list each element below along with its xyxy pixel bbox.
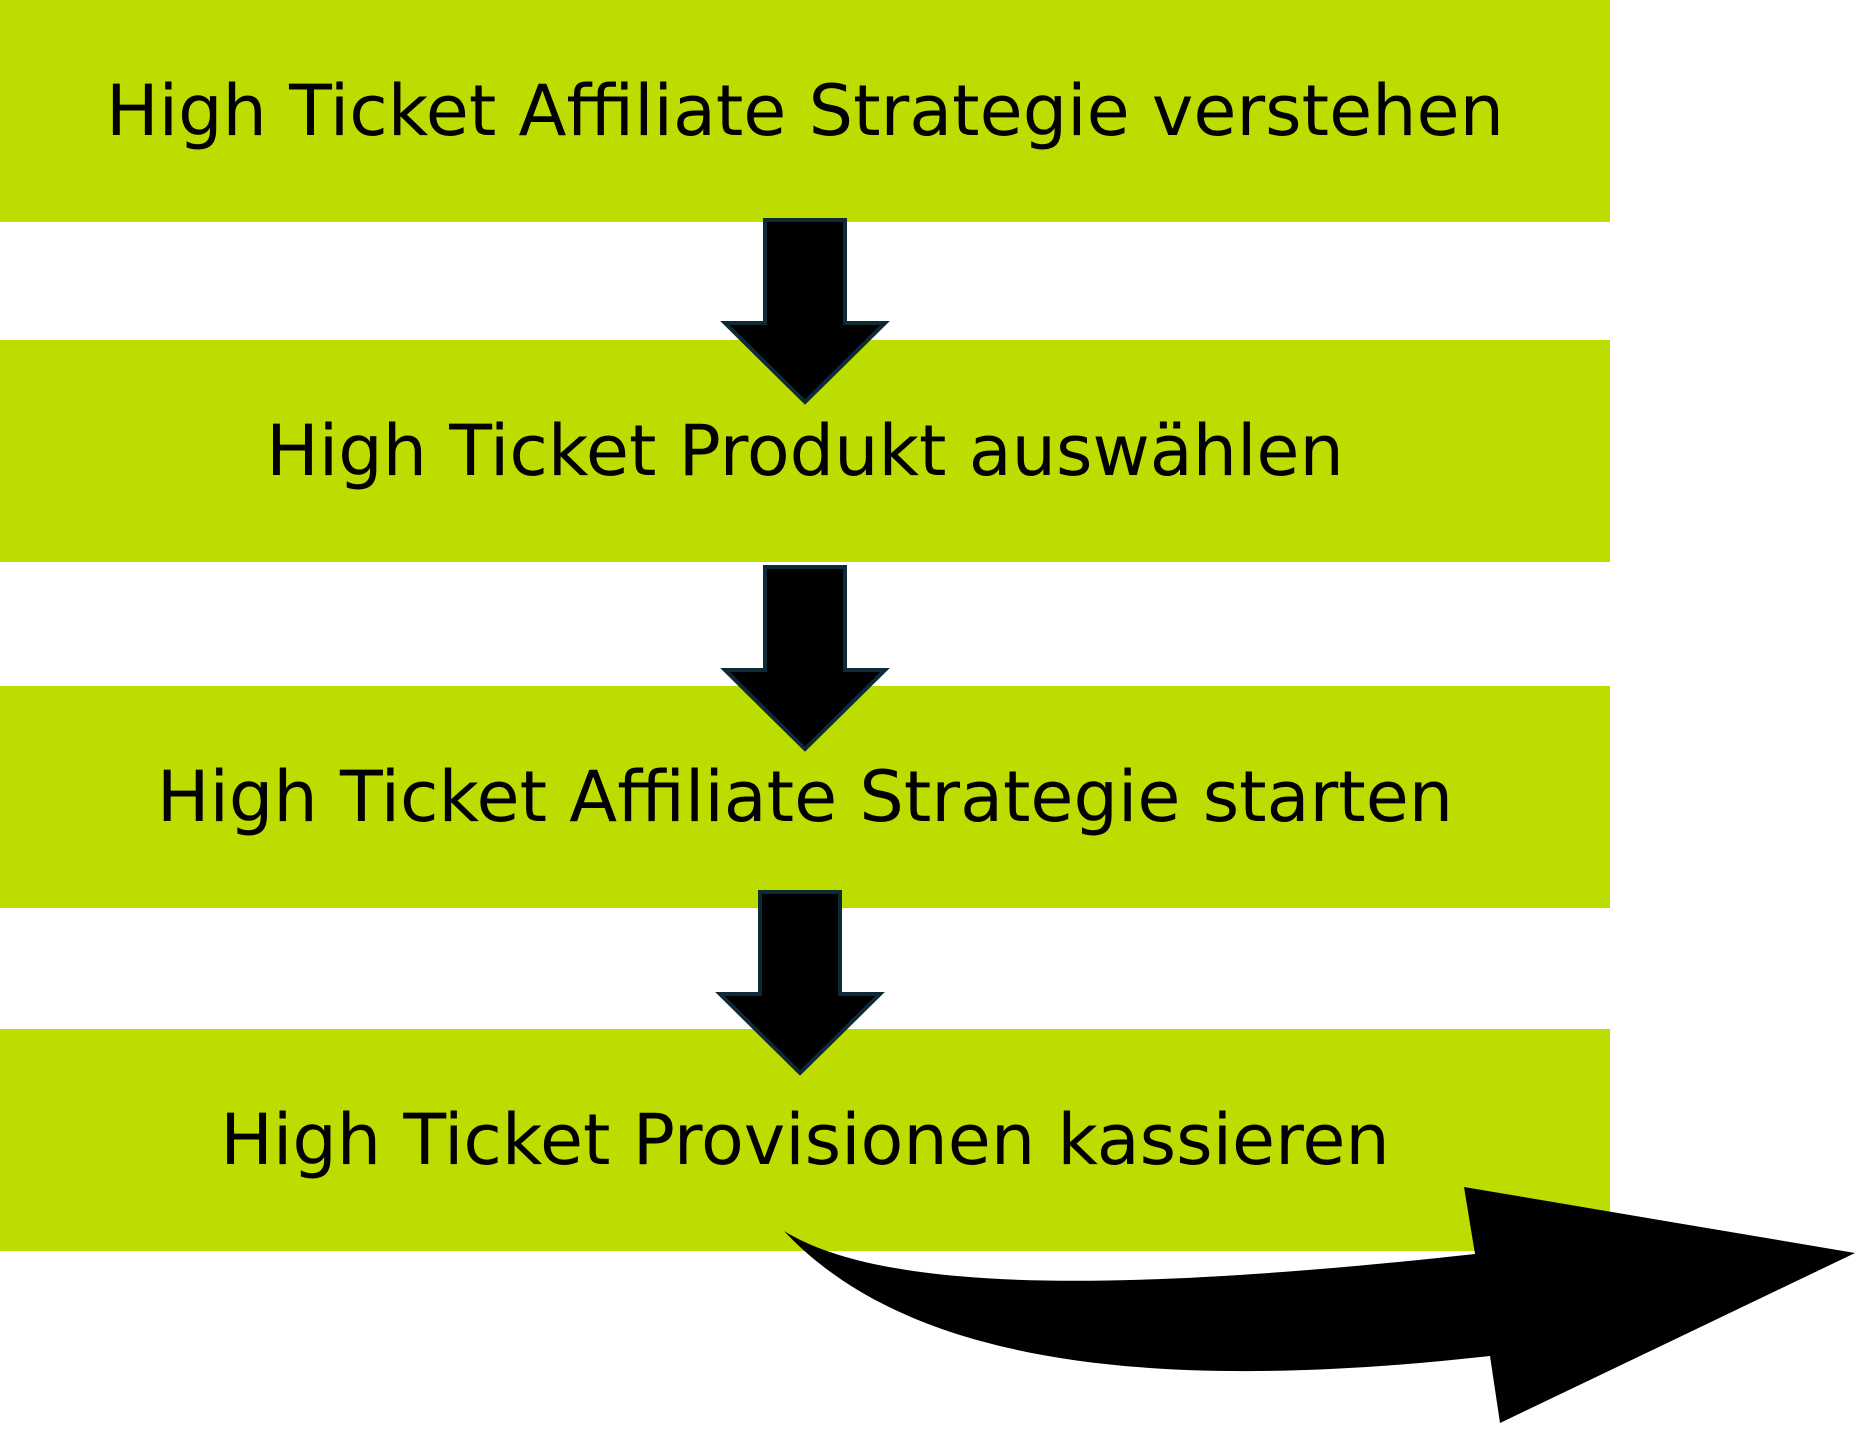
- step-label: High Ticket Provisionen kassieren: [220, 1099, 1390, 1181]
- step-box-understand-strategy: High Ticket Affiliate Strategie verstehe…: [0, 0, 1610, 222]
- step-box-select-product: High Ticket Produkt auswählen: [0, 340, 1610, 562]
- step-label: High Ticket Affiliate Strategie verstehe…: [106, 70, 1504, 152]
- step-label: High Ticket Produkt auswählen: [266, 410, 1344, 492]
- step-label: High Ticket Affiliate Strategie starten: [156, 756, 1454, 838]
- step-box-start-strategy: High Ticket Affiliate Strategie starten: [0, 686, 1610, 908]
- step-box-collect-commissions: High Ticket Provisionen kassieren: [0, 1029, 1610, 1251]
